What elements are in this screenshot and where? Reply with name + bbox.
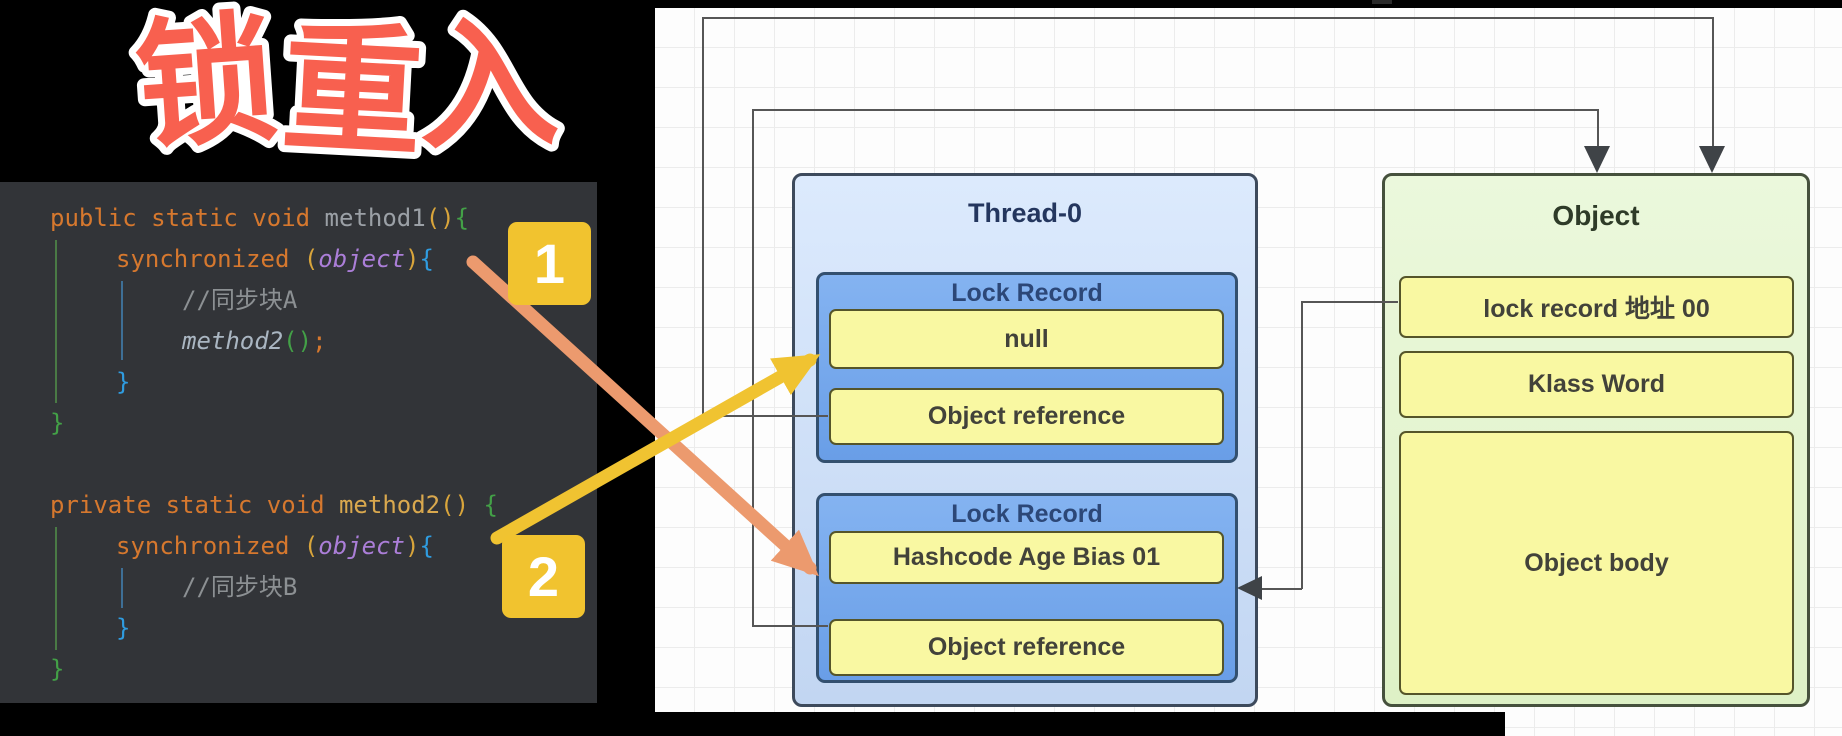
- code-token: }: [50, 409, 65, 437]
- thread-title: Thread-0: [967, 198, 1083, 228]
- code-token: {: [419, 532, 434, 560]
- code-token: object: [318, 245, 405, 273]
- code-token: //同步块A: [182, 286, 298, 314]
- lock-record-1: Lock Record null Object reference: [816, 272, 1238, 463]
- connector-lockrecord-address-stub: [1302, 301, 1398, 303]
- code-token: synchronized: [116, 245, 304, 273]
- indent-guide: [55, 240, 57, 403]
- connector-objref1-stub: [703, 415, 828, 417]
- code-token: public static void: [50, 204, 325, 232]
- code-token: }: [50, 655, 65, 683]
- code-line: //同步块A: [182, 280, 297, 321]
- code-token: (): [283, 327, 313, 355]
- connector-objref1-top: [702, 17, 1714, 19]
- marker-2-badge: 2: [502, 535, 585, 618]
- code-line: }: [50, 649, 64, 690]
- klass-word-slot: Klass Word: [1399, 351, 1794, 418]
- connector-objref2-vertical: [752, 109, 754, 627]
- code-token: ): [405, 532, 420, 560]
- code-token: (): [425, 204, 455, 232]
- code-token: ;: [312, 327, 327, 355]
- lock-record-2: Lock Record Hashcode Age Bias 01 Object …: [816, 493, 1238, 683]
- code-line: public static void method1(){: [50, 198, 469, 239]
- connector-objref1-drop: [1712, 17, 1714, 148]
- arrowhead-into-object-left: [1584, 146, 1610, 173]
- code-line: }: [116, 608, 130, 649]
- arrowhead-into-lock-record-2: [1237, 576, 1262, 600]
- page-title-text: 锁重入: [131, 0, 561, 177]
- code-token: method2: [182, 327, 284, 355]
- code-token: (: [303, 532, 319, 560]
- code-line: method2();: [182, 321, 327, 362]
- code-token: synchronized: [116, 532, 304, 560]
- code-line: synchronized (object){: [116, 239, 434, 280]
- connector-objref2-drop: [1597, 109, 1599, 148]
- connector-objref2-stub: [753, 625, 828, 627]
- connector-objref1-vertical: [702, 17, 704, 417]
- object-reference-slot-1: Object reference: [829, 388, 1224, 445]
- indent-guide: [121, 281, 123, 360]
- code-token: ): [405, 245, 420, 273]
- thread-box: Thread-0 Lock Record null Object referen…: [792, 173, 1258, 707]
- code-line: }: [116, 362, 130, 403]
- code-token: {: [454, 204, 470, 232]
- object-title: Object: [1552, 200, 1640, 231]
- lock-record-2-header: Lock Record: [951, 500, 1103, 528]
- indent-guide: [121, 568, 123, 608]
- code-token: //同步块B: [182, 573, 298, 601]
- code-line: private static void method2() {: [50, 485, 498, 526]
- connector-objref2-top: [752, 109, 1599, 111]
- code-token: {: [419, 245, 434, 273]
- lock-record-address-slot: lock record 地址 00: [1399, 276, 1794, 338]
- object-body-slot: Object body: [1399, 431, 1794, 695]
- code-token: (: [303, 245, 319, 273]
- code-line: //同步块B: [182, 567, 297, 608]
- code-token: method1: [324, 204, 426, 232]
- bottom-bar: [655, 712, 1505, 736]
- code-token: object: [318, 532, 405, 560]
- code-line: }: [50, 403, 64, 444]
- code-token: method2: [338, 491, 441, 519]
- code-token: {: [483, 491, 498, 519]
- null-slot: null: [829, 309, 1224, 369]
- arrowhead-into-object-right: [1699, 146, 1725, 173]
- marker-1-badge: 1: [508, 222, 591, 305]
- code-token: (): [440, 491, 484, 519]
- code-line: synchronized (object){: [116, 526, 434, 567]
- hashcode-age-bias-slot: Hashcode Age Bias 01: [829, 531, 1224, 584]
- top-edge-artifact: [1372, 0, 1392, 4]
- object-box: Object lock record 地址 00 Klass Word Obje…: [1382, 173, 1810, 707]
- connector-lockrecord-address-vertical: [1301, 301, 1303, 589]
- code-token: }: [116, 614, 131, 642]
- connector-lockrecord-address-bottom: [1262, 588, 1302, 590]
- code-token: }: [116, 368, 131, 396]
- indent-guide: [55, 527, 57, 650]
- page-title: 锁重入: [124, 0, 568, 184]
- object-reference-slot-2: Object reference: [829, 619, 1224, 676]
- code-token: private static void: [50, 491, 339, 519]
- lock-record-1-header: Lock Record: [951, 279, 1103, 307]
